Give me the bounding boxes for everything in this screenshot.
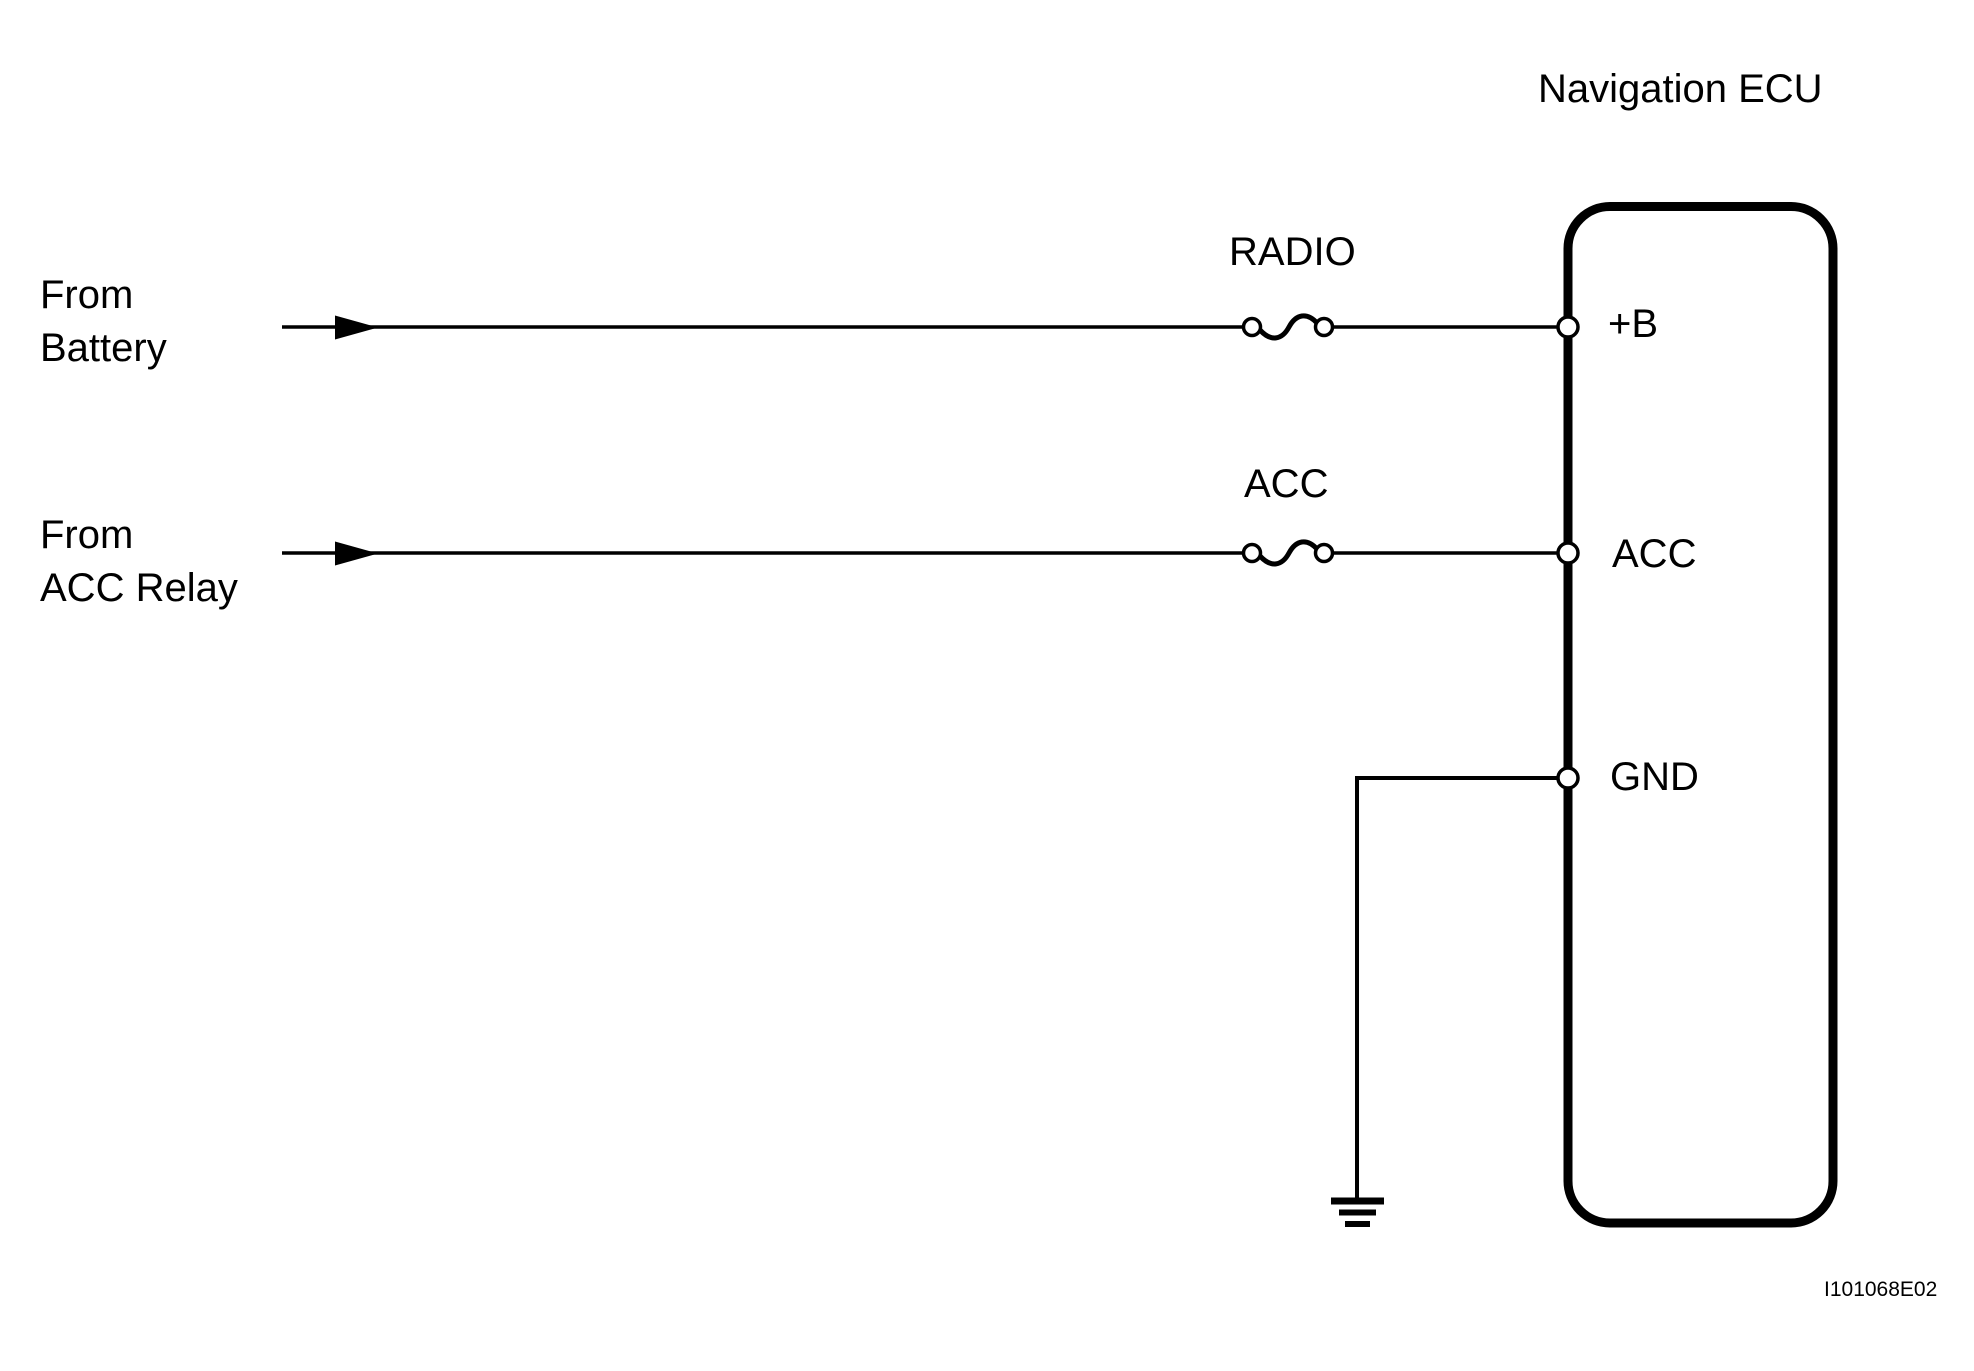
figure-id: I101068E02 (1824, 1278, 1938, 1301)
acc-wire-arrow-icon (335, 541, 378, 566)
pin-label-gnd: GND (1610, 755, 1699, 799)
pin-label-plus-b: +B (1608, 302, 1659, 346)
diagram-title: Navigation ECU (1538, 67, 1823, 111)
ground-wire (1355, 776, 1558, 1198)
pin-terminal-acc (1556, 541, 1580, 565)
ecu-box (1563, 202, 1838, 1228)
fuse-radio-icon (1241, 313, 1335, 341)
fuse-label-radio: RADIO (1229, 230, 1356, 274)
ground-symbol-icon (1331, 1197, 1384, 1227)
pin-terminal-plus-b (1556, 315, 1580, 339)
fuse-acc-icon (1241, 539, 1335, 567)
fuse-label-acc: ACC (1244, 462, 1329, 506)
source-label-battery: From Battery (40, 273, 167, 370)
source-label-acc-relay: From ACC Relay (40, 513, 238, 610)
pin-terminal-gnd (1556, 766, 1580, 790)
battery-wire-arrow-icon (335, 315, 378, 340)
pin-label-acc: ACC (1612, 532, 1697, 576)
